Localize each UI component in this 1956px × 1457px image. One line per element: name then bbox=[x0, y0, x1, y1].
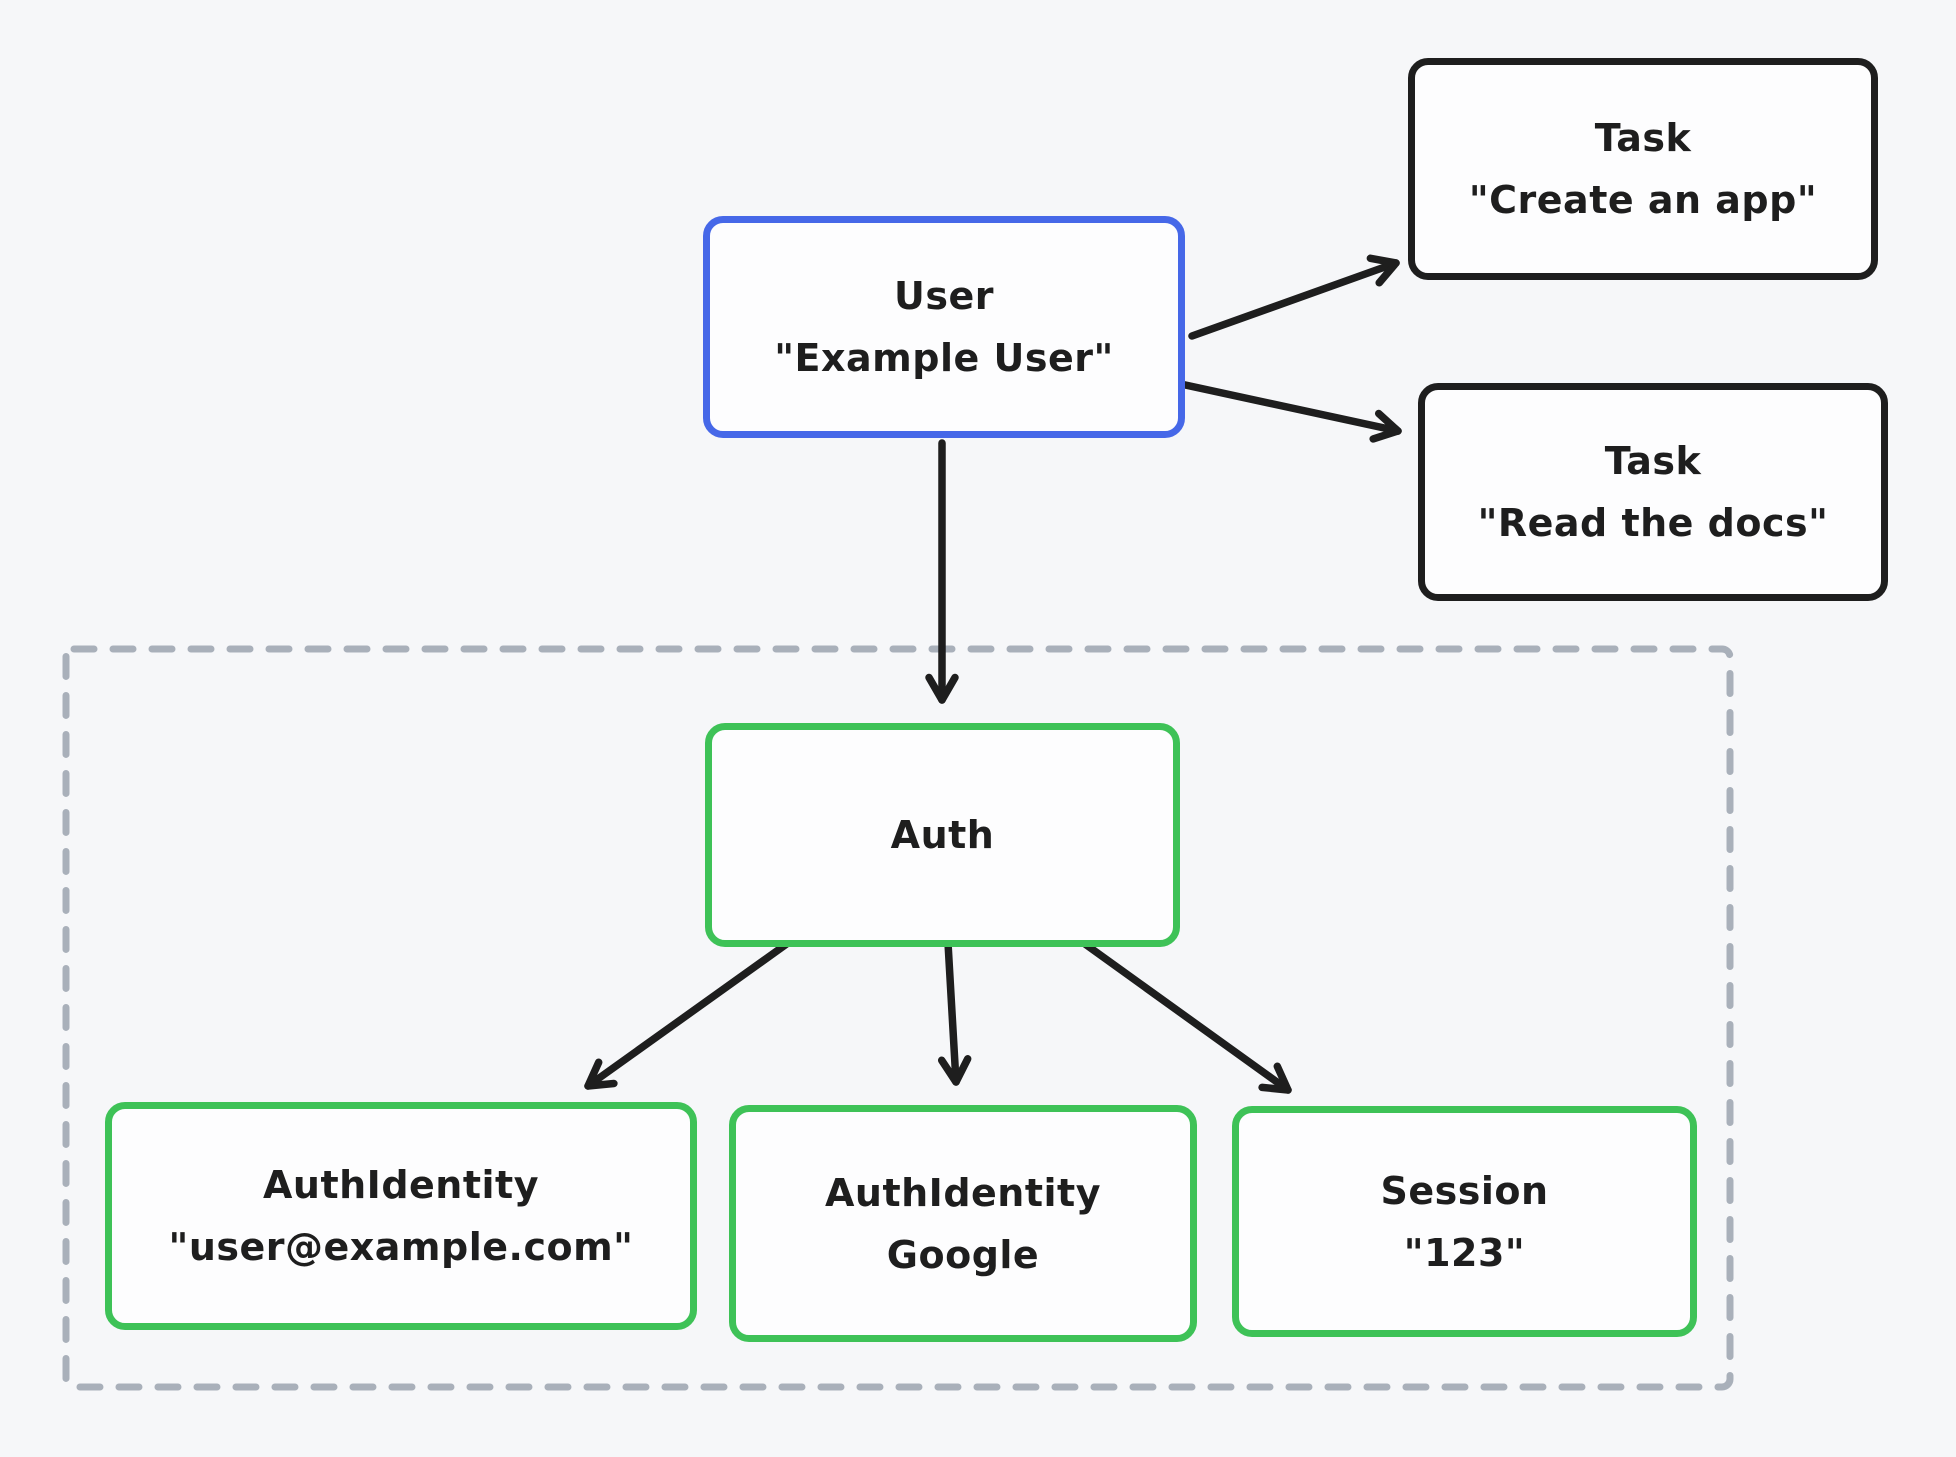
node-task-read-the-docs: Task "Read the docs" bbox=[1418, 383, 1888, 601]
node-auth: Auth bbox=[705, 723, 1180, 947]
arrow-auth-to-id-email bbox=[584, 939, 792, 1090]
node-label: Task bbox=[1594, 116, 1692, 160]
arrow-user-to-task-read bbox=[1172, 379, 1402, 443]
arrow-user-to-task-create bbox=[1188, 254, 1400, 340]
node-label: Auth bbox=[890, 813, 995, 857]
node-label: Session bbox=[1380, 1168, 1549, 1213]
node-label: User bbox=[894, 274, 994, 318]
arrow-user-to-auth bbox=[925, 439, 959, 704]
node-sublabel: "user@example.com" bbox=[168, 1225, 634, 1269]
arrow-auth-to-session bbox=[1081, 940, 1292, 1094]
node-sublabel: "Example User" bbox=[774, 336, 1114, 380]
node-session: Session "123" bbox=[1232, 1106, 1697, 1337]
node-label: AuthIdentity bbox=[263, 1163, 539, 1207]
arrow-auth-to-id-google bbox=[937, 939, 972, 1086]
node-sublabel: "Read the docs" bbox=[1477, 501, 1829, 545]
node-authidentity-google: AuthIdentity Google bbox=[729, 1105, 1197, 1342]
node-sublabel: "Create an app" bbox=[1468, 178, 1818, 222]
node-sublabel: Google bbox=[886, 1232, 1040, 1277]
node-authidentity-email: AuthIdentity "user@example.com" bbox=[105, 1102, 697, 1330]
node-user: User "Example User" bbox=[703, 216, 1185, 438]
node-sublabel: "123" bbox=[1403, 1230, 1526, 1275]
node-label: AuthIdentity bbox=[825, 1170, 1101, 1215]
node-label: Task bbox=[1604, 439, 1702, 483]
node-task-create-an-app: Task "Create an app" bbox=[1408, 58, 1878, 280]
